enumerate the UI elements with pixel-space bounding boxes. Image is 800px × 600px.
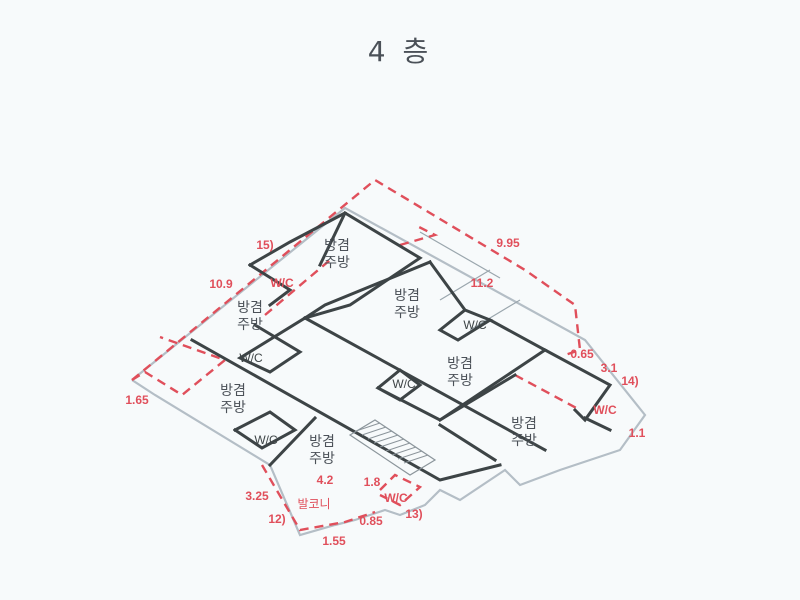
wc-labels: W/C W/C W/C W/C W/C W/C W/C [239,276,617,505]
dimension-label: 12) [268,512,285,526]
dimension-label: 15) [256,238,273,252]
wc-label: W/C [593,403,617,417]
balcony-label: 발코니 [297,497,330,511]
setback-lines [131,178,582,532]
interior-walls [189,210,613,482]
floor-title: 4 층 [367,35,433,68]
dimension-label: 10.9 [209,277,233,291]
dimension-label: 1.65 [125,393,149,407]
dimension-label: 1.8 [364,475,381,489]
dimension-label: 11.2 [471,276,494,290]
building-outline [131,206,647,537]
dimension-label: 3.25 [245,489,269,503]
dimension-label: 9.95 [496,236,520,250]
dimension-label: 0.65 [570,347,594,361]
wc-label: W/C [254,433,278,447]
dimension-label: 1.55 [322,534,346,548]
wc-label: W/C [392,377,416,391]
dimension-label: 1.1 [629,426,646,440]
dimension-label: 13) [405,507,422,521]
dimension-label: 0.85 [359,514,383,528]
dimension-label: 3.1 [601,361,618,375]
staircase [348,419,437,476]
wc-label: W/C [384,491,408,505]
wc-label: W/C [463,318,487,332]
wc-label: W/C [239,351,263,365]
dimension-label: 4.2 [317,473,334,487]
wc-label: W/C [270,276,294,290]
dimension-labels: 15) 10.9 9.95 11.2 0.65 3.1 14) 1.1 1.65… [125,236,645,548]
dimension-label: 14) [621,374,638,388]
